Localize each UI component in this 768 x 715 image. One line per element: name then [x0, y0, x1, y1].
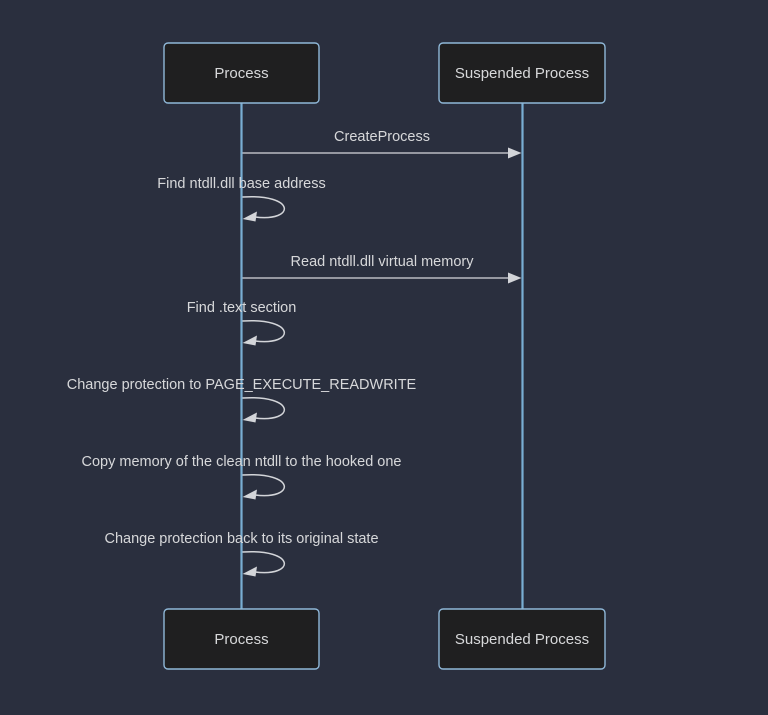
arrowhead-right-icon	[508, 272, 522, 284]
arrowhead-left-icon	[242, 412, 257, 423]
actor-box-rect	[438, 42, 606, 104]
self-loop-path	[242, 397, 285, 420]
actor-box-process-top[interactable]: Process	[163, 42, 320, 104]
actor-box-process-bottom[interactable]: Process	[163, 608, 320, 670]
bottom-actor-boxes: Process Suspended Process	[163, 608, 606, 670]
arrowhead-left-icon	[242, 566, 257, 577]
actor-label-suspended-process-bottom: Suspended Process	[455, 631, 589, 648]
message-find-ntdll-base-address[interactable]: Find ntdll.dll base address	[157, 176, 326, 222]
arrowhead-right-icon	[508, 147, 522, 159]
self-loop-path	[242, 196, 285, 219]
message-label-read-ntdll-virtual-memory: Read ntdll.dll virtual memory	[291, 254, 475, 270]
message-restore-protection[interactable]: Change protection back to its original s…	[104, 531, 379, 577]
message-copy-clean-ntdll[interactable]: Copy memory of the clean ntdll to the ho…	[82, 454, 402, 500]
actor-box-suspended-process-bottom[interactable]: Suspended Process	[438, 608, 606, 670]
message-change-protection-rwx[interactable]: Change protection to PAGE_EXECUTE_READWR…	[67, 377, 417, 423]
message-label-restore-protection: Change protection back to its original s…	[104, 531, 378, 547]
actor-label-process-top: Process	[214, 65, 268, 82]
actor-label-process-bottom: Process	[214, 631, 268, 648]
message-find-text-section[interactable]: Find .text section	[187, 300, 297, 346]
message-label-create-process: CreateProcess	[334, 129, 430, 145]
message-label-copy-clean-ntdll: Copy memory of the clean ntdll to the ho…	[82, 454, 402, 470]
arrowhead-left-icon	[242, 489, 257, 500]
message-label-find-text-section: Find .text section	[187, 300, 297, 316]
actor-box-rect	[163, 608, 320, 670]
self-loop-path	[242, 551, 285, 574]
message-create-process[interactable]: CreateProcess	[242, 129, 522, 159]
actor-box-rect	[438, 608, 606, 670]
message-label-find-ntdll-base-address: Find ntdll.dll base address	[157, 176, 325, 192]
lifelines	[240, 103, 524, 609]
message-read-ntdll-virtual-memory[interactable]: Read ntdll.dll virtual memory	[242, 254, 522, 284]
actor-box-suspended-process-top[interactable]: Suspended Process	[438, 42, 606, 104]
arrowhead-left-icon	[242, 211, 257, 222]
message-label-change-protection-rwx: Change protection to PAGE_EXECUTE_READWR…	[67, 377, 417, 393]
top-actor-boxes: Process Suspended Process	[163, 42, 606, 104]
self-loop-path	[242, 320, 285, 343]
actor-label-suspended-process-top: Suspended Process	[455, 65, 589, 82]
arrowhead-left-icon	[242, 335, 257, 346]
self-loop-path	[242, 474, 285, 497]
actor-box-rect	[163, 42, 320, 104]
